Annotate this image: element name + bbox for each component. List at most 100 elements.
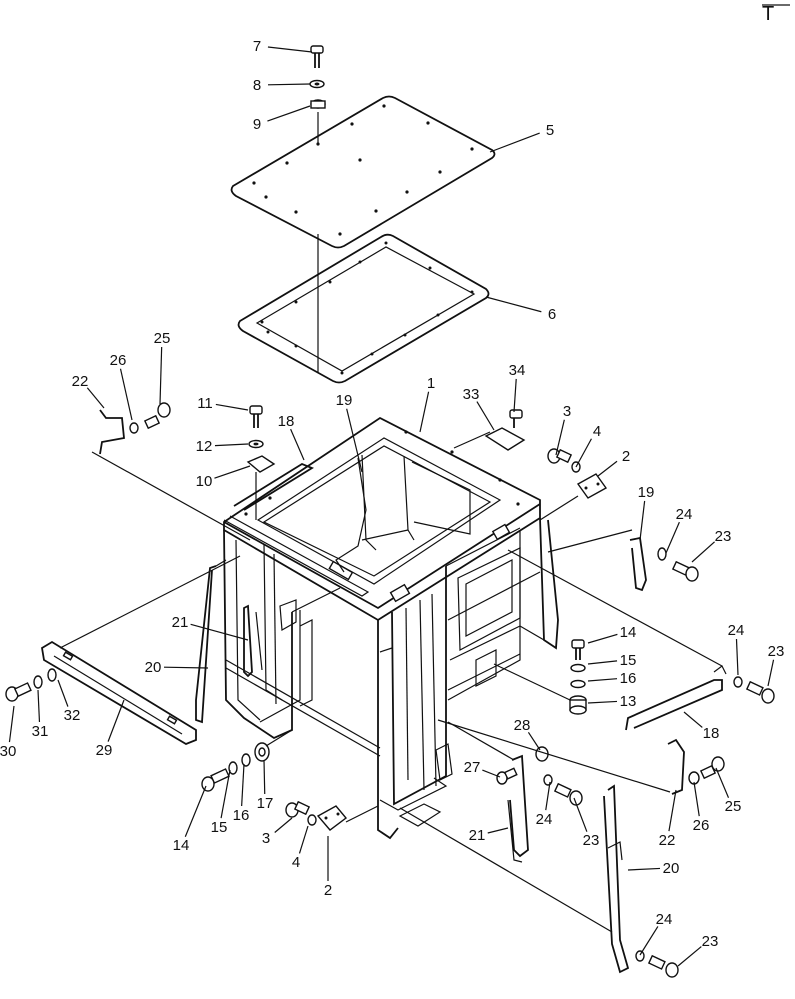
mount-13 — [569, 695, 587, 715]
callout-c18b: 18 — [683, 711, 720, 742]
callout-c17: 17 — [257, 759, 273, 812]
callout-label: 22 — [72, 373, 89, 390]
callout-label: 25 — [154, 330, 171, 347]
callout-label: 34 — [509, 362, 526, 379]
guide-line-29 — [59, 555, 241, 649]
bolt-23-mid — [553, 782, 583, 806]
callout-c4b: 4 — [292, 825, 309, 871]
callout-leader — [668, 789, 677, 832]
callout-c12: 12 — [196, 438, 249, 455]
callout-label: 8 — [253, 77, 261, 94]
washer-15-right — [570, 663, 586, 673]
washer-16-lower — [241, 753, 251, 767]
callout-label: 3 — [563, 403, 571, 420]
callout-c25b: 25 — [715, 767, 741, 815]
callout-label: 20 — [663, 860, 680, 877]
bolt-34 — [509, 409, 523, 428]
callout-label: 6 — [548, 306, 556, 323]
callout-leader — [735, 638, 739, 676]
callout-c19a: 19 — [336, 392, 363, 473]
cover-plate-5 — [230, 95, 496, 249]
callout-label: 7 — [253, 38, 261, 55]
callout-leader — [487, 827, 509, 834]
callout-c2a: 2 — [597, 448, 630, 477]
callout-c21b: 21 — [469, 827, 509, 844]
callout-leader — [274, 817, 293, 833]
bolt-23-right — [745, 680, 775, 704]
callout-c6: 6 — [485, 296, 556, 323]
callout-leader — [575, 438, 592, 468]
callout-leader — [683, 711, 703, 728]
washer-16-right — [570, 679, 586, 689]
bolt-27 — [496, 767, 518, 785]
plate-29-slot-2 — [166, 715, 178, 725]
callout-leader — [241, 763, 245, 807]
handrail-20-left-tip — [215, 559, 227, 567]
callout-label: 18 — [278, 413, 295, 430]
washer-8-hole — [314, 82, 320, 86]
callout-label: 21 — [172, 614, 189, 631]
callout-leader — [267, 83, 311, 86]
callout-c3a: 3 — [555, 403, 571, 456]
callout-leader — [587, 633, 618, 644]
callout-leader — [159, 346, 163, 405]
callout-c32: 32 — [57, 679, 81, 724]
callout-c15a: 15 — [587, 652, 636, 669]
guide-line-2-upper — [539, 495, 579, 521]
callout-label: 2 — [622, 448, 630, 465]
handrail-21-right — [509, 754, 529, 858]
callout-leader — [220, 769, 231, 819]
guide-line-17 — [265, 729, 293, 747]
callout-leader — [8, 705, 15, 743]
callout-leader — [267, 46, 313, 53]
top-bolt-7 — [310, 45, 324, 68]
callout-c20a: 20 — [145, 659, 209, 676]
callout-leader — [214, 443, 249, 447]
callout-c22b: 22 — [659, 789, 677, 849]
guide-line-19-right — [547, 529, 633, 553]
bracket-22-left — [99, 409, 125, 455]
roof-rail-18-left-edge — [223, 515, 370, 597]
callout-leader — [482, 769, 501, 778]
callout-c24c: 24 — [536, 781, 552, 828]
callout-leader — [597, 460, 618, 477]
callout-label: 4 — [292, 854, 300, 871]
bolt-14-lower — [201, 768, 230, 792]
callout-label: 28 — [514, 717, 531, 734]
callout-label: 19 — [336, 392, 353, 409]
washer-32 — [47, 668, 57, 682]
callout-leader — [715, 767, 730, 799]
callout-c28: 28 — [514, 717, 541, 751]
callout-c8: 8 — [253, 77, 311, 94]
callout-label: 20 — [145, 659, 162, 676]
callout-c31: 31 — [32, 689, 48, 740]
washer-24-right — [733, 676, 743, 688]
roof-rail-18-left — [233, 462, 314, 511]
callout-c18a: 18 — [278, 413, 305, 461]
callout-label: 13 — [620, 693, 637, 710]
mount-17 — [254, 742, 270, 762]
bracket-19-right — [629, 536, 647, 592]
callout-label: 11 — [197, 395, 213, 412]
callout-label: 18 — [703, 725, 720, 742]
bolt-23-bottom — [647, 954, 679, 978]
callout-leader — [489, 132, 540, 153]
callout-label: 23 — [702, 933, 719, 950]
callout-c29: 29 — [96, 699, 125, 759]
callout-leader — [346, 408, 363, 473]
callout-c34: 34 — [509, 362, 526, 413]
callout-c24b: 24 — [728, 622, 744, 676]
bolt-14-right — [571, 639, 585, 660]
callout-label: 24 — [676, 506, 693, 523]
callout-label: 32 — [64, 707, 81, 724]
rail-18-right — [625, 679, 723, 731]
callout-c30: 30 — [0, 705, 16, 760]
callout-c3b: 3 — [262, 817, 293, 847]
guide-line-20-right — [399, 807, 613, 933]
callout-c25a: 25 — [154, 330, 171, 405]
callout-c23c: 23 — [573, 797, 599, 849]
callout-label: 5 — [546, 122, 554, 139]
callout-c23d: 23 — [677, 933, 719, 967]
